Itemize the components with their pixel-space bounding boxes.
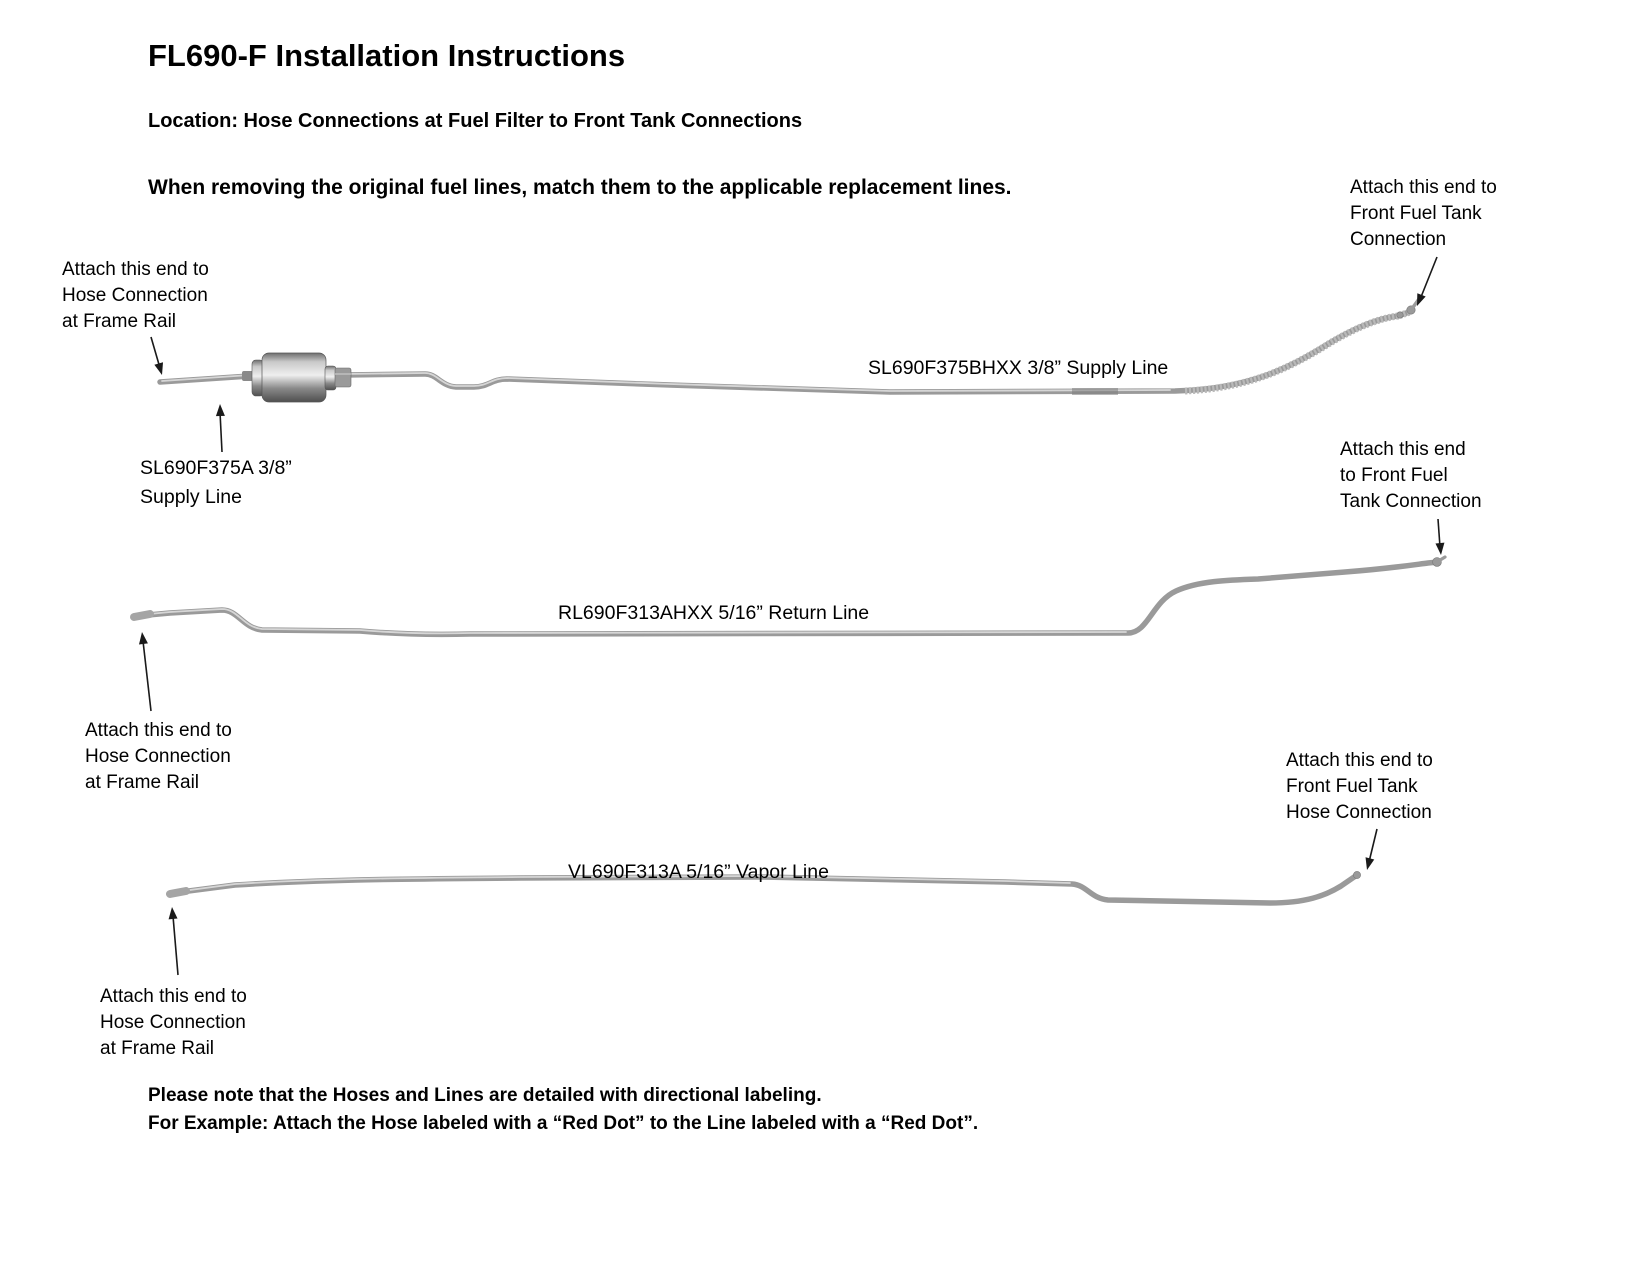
filter-body — [261, 352, 327, 403]
return-line-tube — [130, 555, 1447, 638]
callout-supply-left: Attach this end to Hose Connection at Fr… — [62, 259, 209, 332]
vapor-line-highlight — [174, 875, 1071, 893]
vapor-line-label: VL690F313A 5/16” Vapor Line — [568, 861, 829, 883]
callout-return-left: Attach this end to Hose Connection at Fr… — [85, 720, 232, 793]
filter-outlet-nut — [334, 367, 352, 388]
return-line-highlight — [138, 608, 1127, 635]
callout-supply-right: Attach this end to Front Fuel Tank Conne… — [1350, 177, 1497, 250]
return-left-arrow — [138, 632, 152, 712]
filter-right-cap — [324, 365, 337, 391]
vapor-left-fitting — [166, 887, 190, 898]
tube-print-marking — [1072, 388, 1118, 395]
page-title: FL690-F Installation Instructions — [148, 38, 626, 73]
return-line-label: RL690F313AHXX 5/16” Return Line — [558, 602, 870, 624]
vapor-end-fitting — [1353, 871, 1361, 879]
callout-return-right: Attach this end to Front Fuel Tank Conne… — [1340, 439, 1482, 512]
return-right-arrow — [1435, 518, 1445, 555]
vapor-line-path — [170, 872, 1360, 906]
supply-line-label: SL690F375BHXX 3/8” Supply Line — [868, 357, 1169, 379]
note-line-1: Please note that the Hoses and Lines are… — [148, 1085, 822, 1106]
return-end-stub — [1435, 555, 1447, 564]
directional-labeling-note: Please note that the Hoses and Lines are… — [148, 1082, 978, 1138]
location-heading: Location: Hose Connections at Fuel Filte… — [148, 110, 803, 132]
note-line-2: For Example: Attach the Hose labeled wit… — [148, 1113, 979, 1134]
vapor-line-tube — [166, 871, 1361, 906]
callout-vapor-left: Attach this end to Hose Connection at Fr… — [100, 986, 247, 1059]
instruction-text: When removing the original fuel lines, m… — [148, 176, 1012, 199]
supply-right-arrow — [1417, 256, 1438, 306]
supply-braided-hose — [1184, 308, 1412, 395]
callout-arrows — [138, 256, 1445, 976]
return-left-fitting — [130, 610, 154, 621]
supply-line-highlight — [161, 372, 1171, 392]
fuel-filter — [242, 352, 352, 403]
filter-part-label: SL690F375A 3/8” Supply Line — [140, 457, 292, 508]
supply-left-arrow — [150, 336, 164, 375]
vapor-left-arrow — [168, 907, 179, 976]
supply-end-fitting-bead — [1396, 311, 1404, 319]
filter-label-arrow — [215, 404, 225, 453]
vapor-right-arrow — [1365, 828, 1378, 870]
callout-vapor-right: Attach this end to Front Fuel Tank Hose … — [1286, 750, 1433, 823]
